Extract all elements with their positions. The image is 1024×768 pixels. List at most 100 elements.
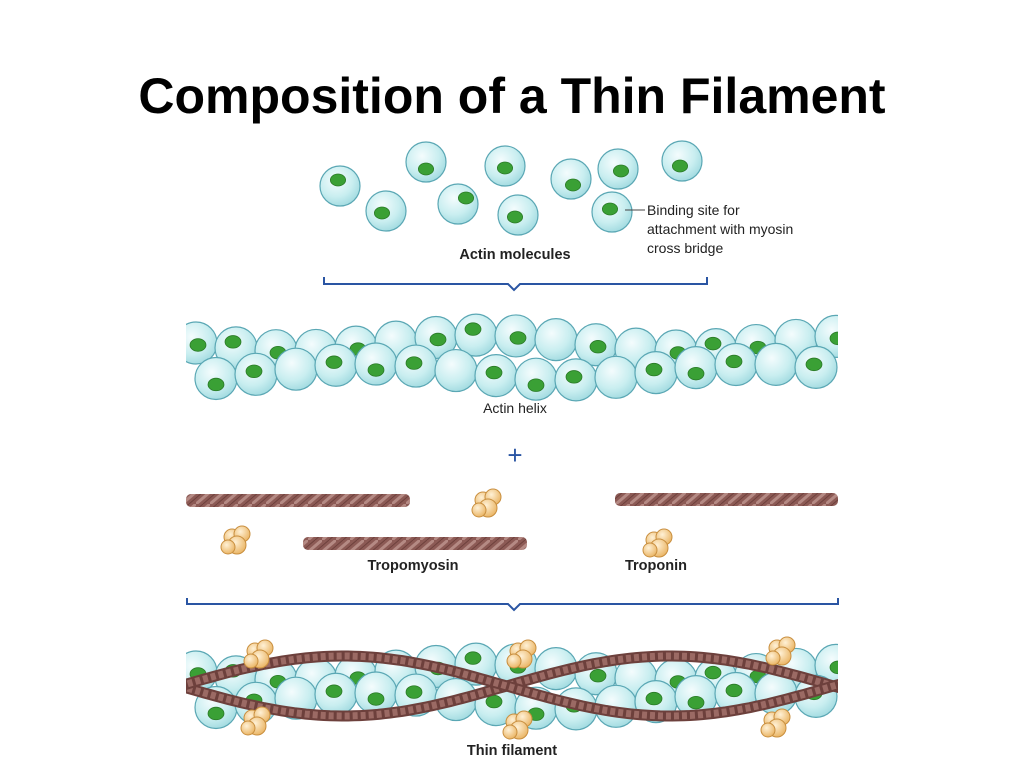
binding-site bbox=[613, 164, 630, 178]
binding-site bbox=[565, 370, 583, 384]
actin-molecule bbox=[594, 355, 638, 399]
troponin-subunit bbox=[765, 650, 781, 666]
actin-molecules-label: Actin molecules bbox=[459, 247, 570, 263]
actin-molecule bbox=[514, 357, 558, 401]
troponin-complex bbox=[760, 708, 791, 738]
actin-molecule bbox=[234, 352, 278, 396]
actin-body bbox=[405, 141, 447, 183]
actin-molecule bbox=[754, 342, 798, 386]
troponin-complex bbox=[471, 488, 502, 518]
binding-site bbox=[207, 377, 225, 392]
binding-site bbox=[704, 336, 722, 351]
tropomyosin-strand-3 bbox=[615, 493, 838, 506]
binding-site bbox=[725, 683, 743, 698]
slide-title: Composition of a Thin Filament bbox=[138, 68, 886, 124]
binding-site-label-line3: cross bridge bbox=[647, 240, 723, 256]
binding-site bbox=[485, 365, 503, 380]
troponin-subunit bbox=[506, 653, 522, 669]
actin-molecule bbox=[314, 672, 358, 716]
actin-molecule bbox=[354, 342, 398, 386]
binding-site bbox=[687, 366, 705, 381]
binding-site bbox=[565, 178, 582, 192]
actin-body bbox=[274, 347, 318, 391]
actin-molecule bbox=[434, 348, 478, 393]
binding-site bbox=[645, 362, 663, 377]
actin-molecule bbox=[597, 148, 639, 190]
actin-molecule bbox=[534, 318, 578, 362]
binding-site-label-line2: attachment with myosin bbox=[647, 221, 793, 237]
troponin-complex bbox=[243, 639, 274, 669]
binding-site bbox=[464, 322, 482, 336]
binding-site bbox=[429, 332, 447, 347]
binding-site bbox=[325, 355, 343, 369]
troponin-subunit bbox=[243, 653, 259, 669]
binding-site bbox=[245, 364, 263, 378]
binding-site bbox=[527, 378, 545, 392]
binding-site bbox=[207, 706, 225, 721]
binding-site bbox=[805, 357, 823, 372]
troponin-group bbox=[220, 488, 673, 558]
binding-site bbox=[189, 338, 207, 352]
binding-site bbox=[829, 331, 838, 346]
actin-molecules-group bbox=[319, 140, 703, 236]
plus-sign: + bbox=[507, 440, 522, 470]
actin-molecule bbox=[674, 675, 718, 719]
troponin-complex bbox=[642, 528, 673, 558]
troponin-subunit bbox=[471, 502, 487, 518]
actin-molecule bbox=[484, 145, 526, 187]
actin-molecule bbox=[274, 347, 318, 391]
actin-molecule bbox=[494, 314, 538, 358]
actin-molecule bbox=[674, 346, 718, 390]
actin-body bbox=[754, 342, 798, 386]
troponin-subunit bbox=[220, 539, 236, 555]
tropomyosin-label: Tropomyosin bbox=[367, 558, 458, 574]
binding-site bbox=[687, 695, 705, 710]
actin-molecule bbox=[714, 342, 758, 387]
binding-site bbox=[704, 665, 722, 680]
actin-body bbox=[534, 318, 578, 362]
actin-molecule bbox=[794, 345, 838, 389]
troponin-subunit bbox=[240, 720, 256, 736]
troponin-complex bbox=[502, 710, 533, 740]
actin-molecule bbox=[497, 194, 539, 236]
binding-site bbox=[367, 363, 385, 377]
troponin-label: Troponin bbox=[625, 558, 687, 574]
troponin-complex bbox=[765, 636, 796, 666]
tropomyosin-strand-texture bbox=[186, 652, 838, 720]
binding-site bbox=[589, 340, 607, 354]
actin-body bbox=[594, 355, 638, 399]
binding-site bbox=[457, 191, 474, 205]
binding-site bbox=[405, 356, 423, 370]
binding-site bbox=[373, 206, 390, 220]
binding-site bbox=[589, 669, 607, 683]
binding-site bbox=[325, 684, 343, 698]
actin-molecule bbox=[186, 321, 218, 365]
binding-site bbox=[829, 660, 838, 675]
bracket-top bbox=[323, 277, 708, 292]
actin-molecule bbox=[574, 323, 618, 367]
actin-body bbox=[434, 348, 478, 393]
actin-molecule bbox=[661, 140, 703, 182]
binding-site bbox=[725, 354, 743, 369]
actin-molecule bbox=[405, 141, 447, 183]
actin-molecule bbox=[454, 313, 498, 357]
actin-helix bbox=[186, 313, 838, 402]
actin-molecule bbox=[437, 183, 479, 225]
binding-site bbox=[672, 159, 689, 173]
binding-site-label-line1: Binding site for bbox=[647, 202, 740, 218]
troponin-complex bbox=[506, 639, 537, 669]
actin-helix-label: Actin helix bbox=[483, 400, 547, 416]
actin-body bbox=[437, 183, 479, 225]
actin-molecule bbox=[591, 191, 633, 233]
actin-molecule bbox=[554, 358, 598, 402]
actin-molecule bbox=[319, 165, 361, 207]
troponin-subunit bbox=[642, 542, 658, 558]
troponin-complex bbox=[220, 525, 251, 555]
actin-molecule bbox=[550, 158, 592, 200]
binding-site bbox=[224, 335, 242, 349]
binding-site bbox=[602, 202, 619, 216]
binding-site bbox=[417, 162, 434, 176]
binding-site bbox=[506, 210, 523, 224]
bracket-bottom bbox=[186, 598, 839, 612]
